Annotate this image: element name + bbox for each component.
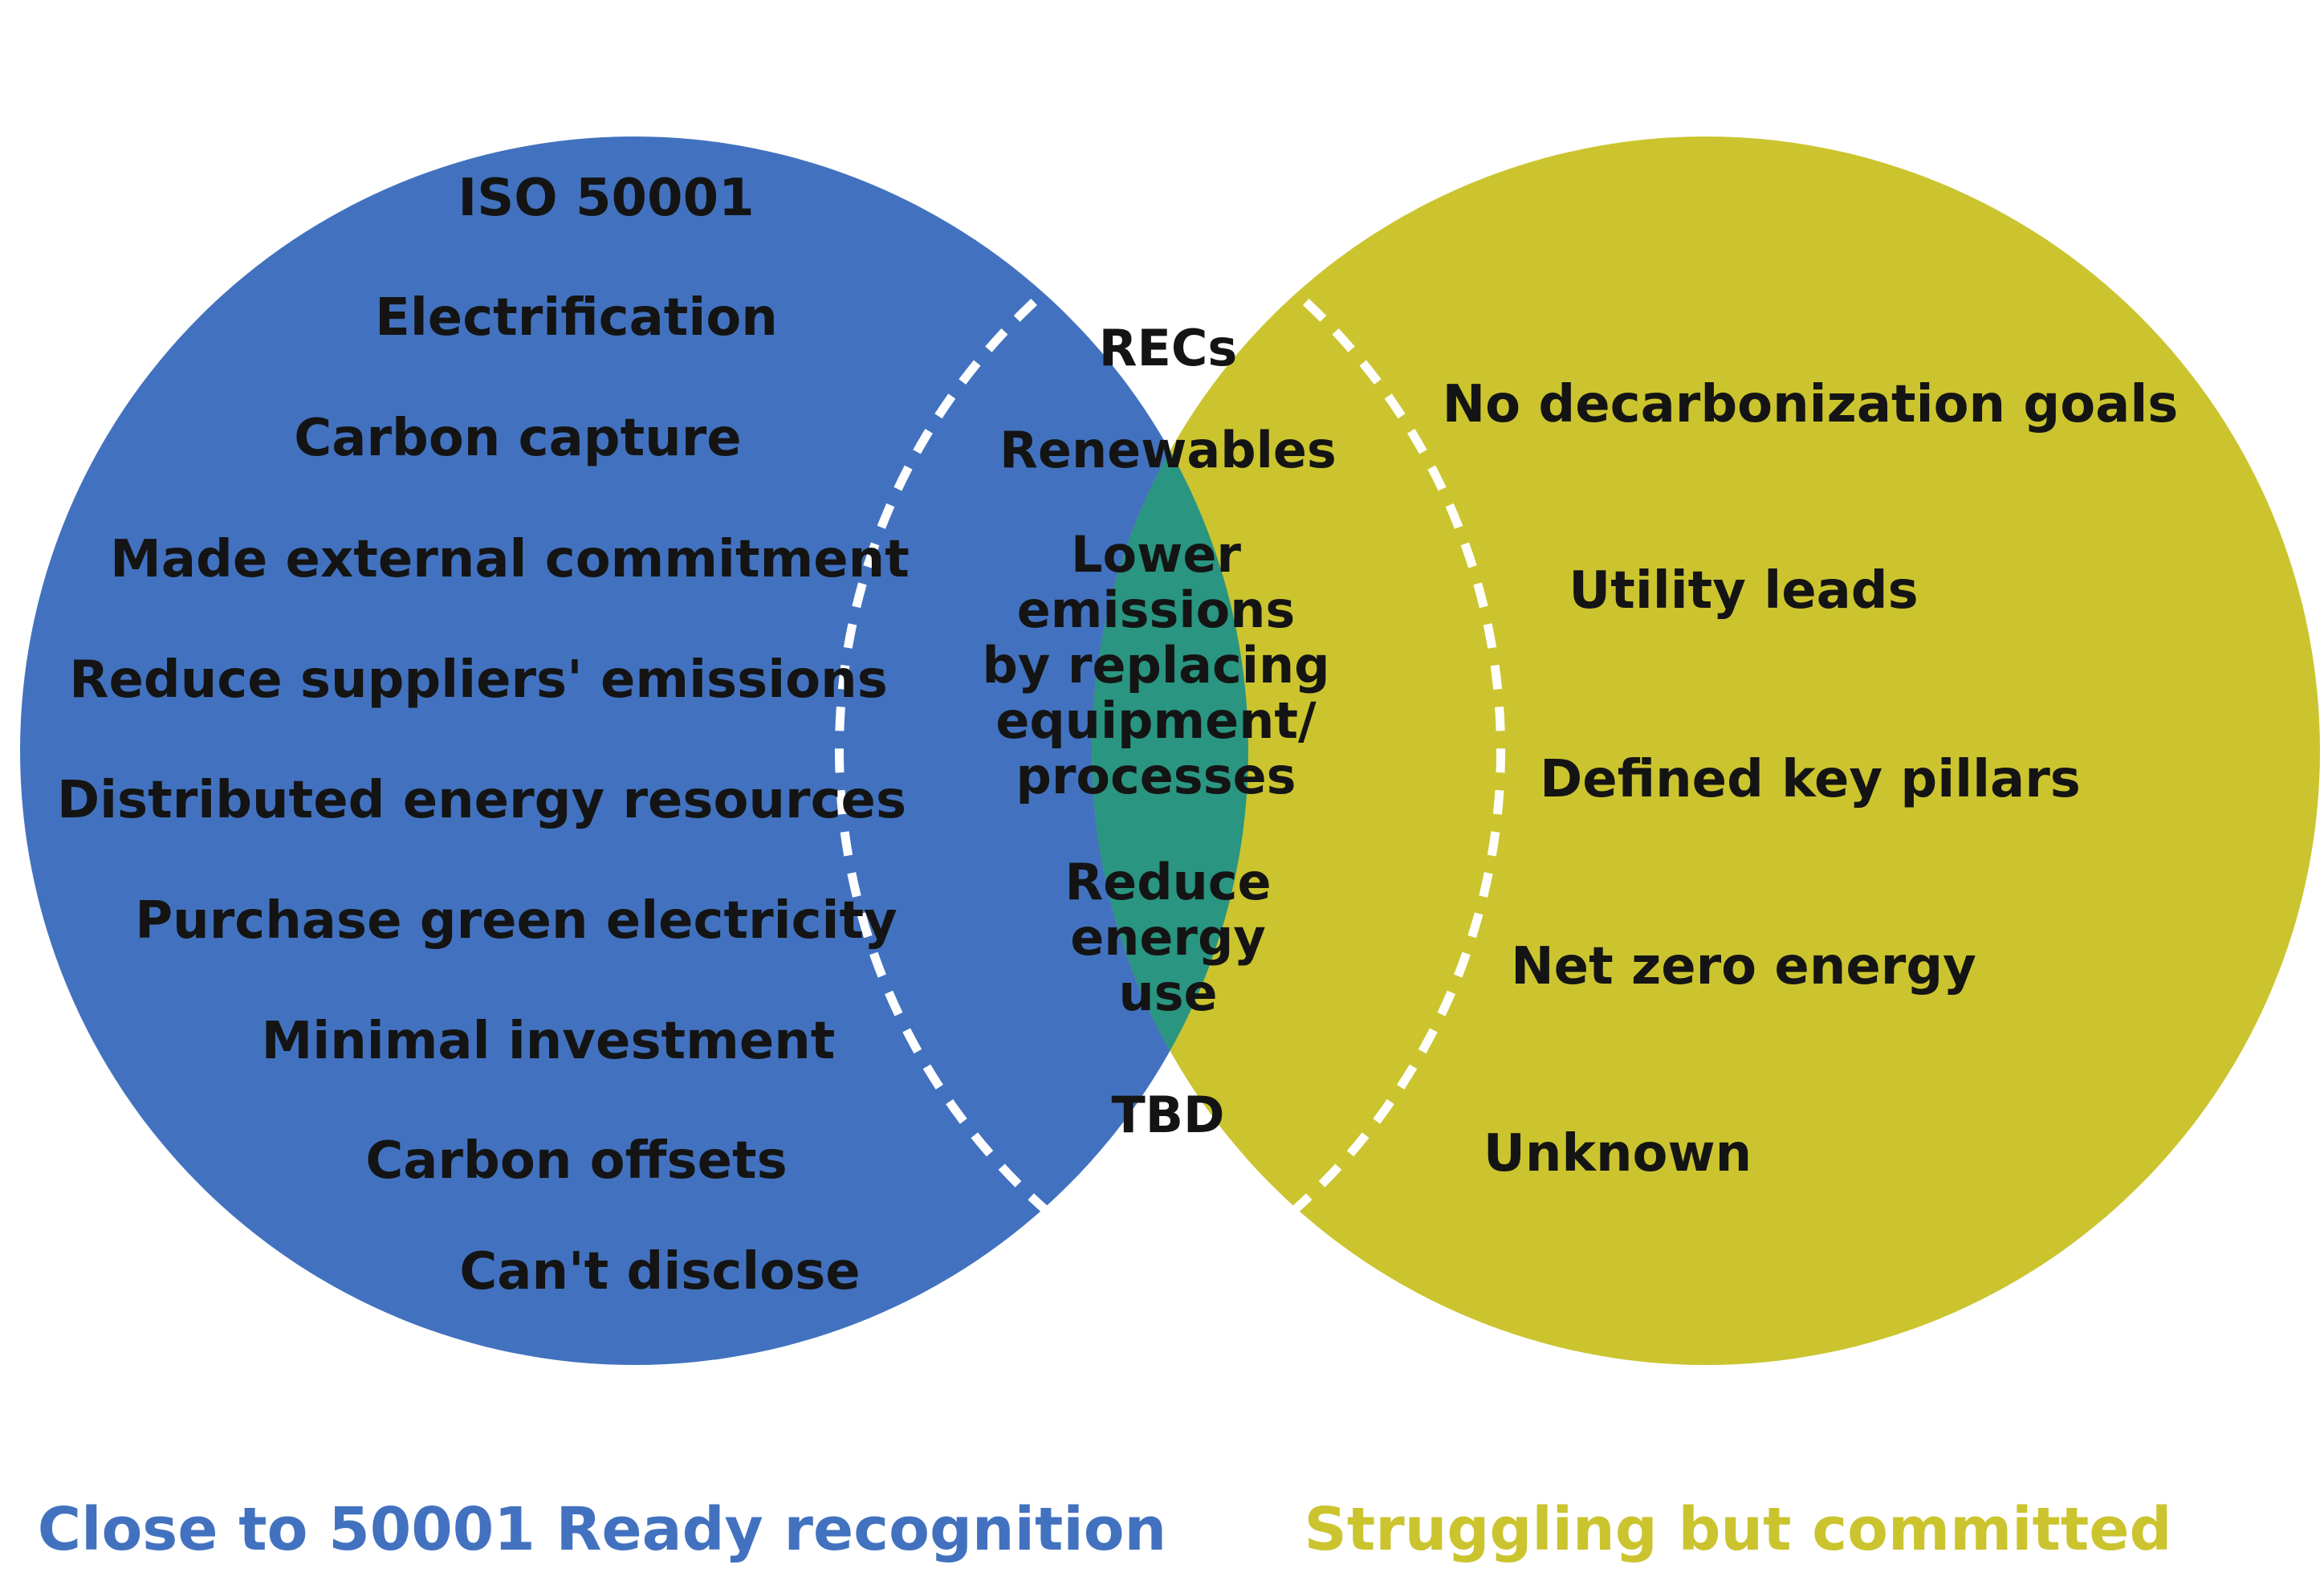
left-item-carbon-capture: Carbon capture [294, 409, 741, 468]
overlap-item-line: RECs [1099, 319, 1238, 377]
overlap-item-line: TBD [1111, 1086, 1224, 1144]
overlap-item-line: by replacing [982, 636, 1329, 695]
left-item-minimal-investment: Minimal investment [262, 1012, 836, 1071]
overlap-item-line: processes [1015, 747, 1296, 805]
left-item-reduce-suppliers-emissions: Reduce suppliers' emissions [69, 650, 888, 710]
overlap-border-right-arc [1167, 202, 1505, 1300]
left-item-electrification: Electrification [375, 288, 778, 348]
right-item-defined-key-pillars: Defined key pillars [1540, 750, 2081, 809]
overlap-item-line: Renewables [999, 421, 1337, 479]
left-item-can-t-disclose: Can't disclose [459, 1242, 860, 1302]
left-item-made-external-commitment: Made external commitment [110, 530, 910, 589]
overlap-item-line: energy [1070, 908, 1266, 967]
overlap-item-tbd: TBD [1111, 1086, 1224, 1144]
right-item-unknown: Unknown [1484, 1124, 1752, 1184]
right-set-caption: Struggling but committed [1304, 1495, 2172, 1564]
overlap-border [835, 202, 1505, 1300]
overlap-item-line: equipment/ [995, 691, 1317, 750]
overlap-border-left-arc [835, 202, 1173, 1300]
left-item-distributed-energy-resources: Distributed energy resources [57, 771, 906, 830]
left-set-circle [20, 136, 1248, 1365]
left-item-iso-50001: ISO 50001 [458, 169, 754, 228]
overlap-item-recs: RECs [1099, 319, 1238, 377]
overlap-item-line: emissions [1017, 581, 1296, 639]
overlap-item-line: Lower [1071, 525, 1241, 584]
left-set-caption: Close to 50001 Ready recognition [38, 1495, 1166, 1564]
left-item-purchase-green-electricity: Purchase green electricity [135, 891, 897, 951]
right-item-utility-leads: Utility leads [1569, 561, 1918, 621]
right-item-net-zero-energy: Net zero energy [1511, 937, 1976, 996]
overlap-item-renewables: Renewables [999, 421, 1337, 479]
left-item-carbon-offsets: Carbon offsets [365, 1131, 787, 1191]
right-set-circle [1092, 136, 2320, 1365]
overlap-item-line: use [1118, 964, 1217, 1022]
overlap-item-line: Reduce [1064, 853, 1271, 911]
right-item-no-decarbonization-goals: No decarbonization goals [1443, 375, 2179, 434]
